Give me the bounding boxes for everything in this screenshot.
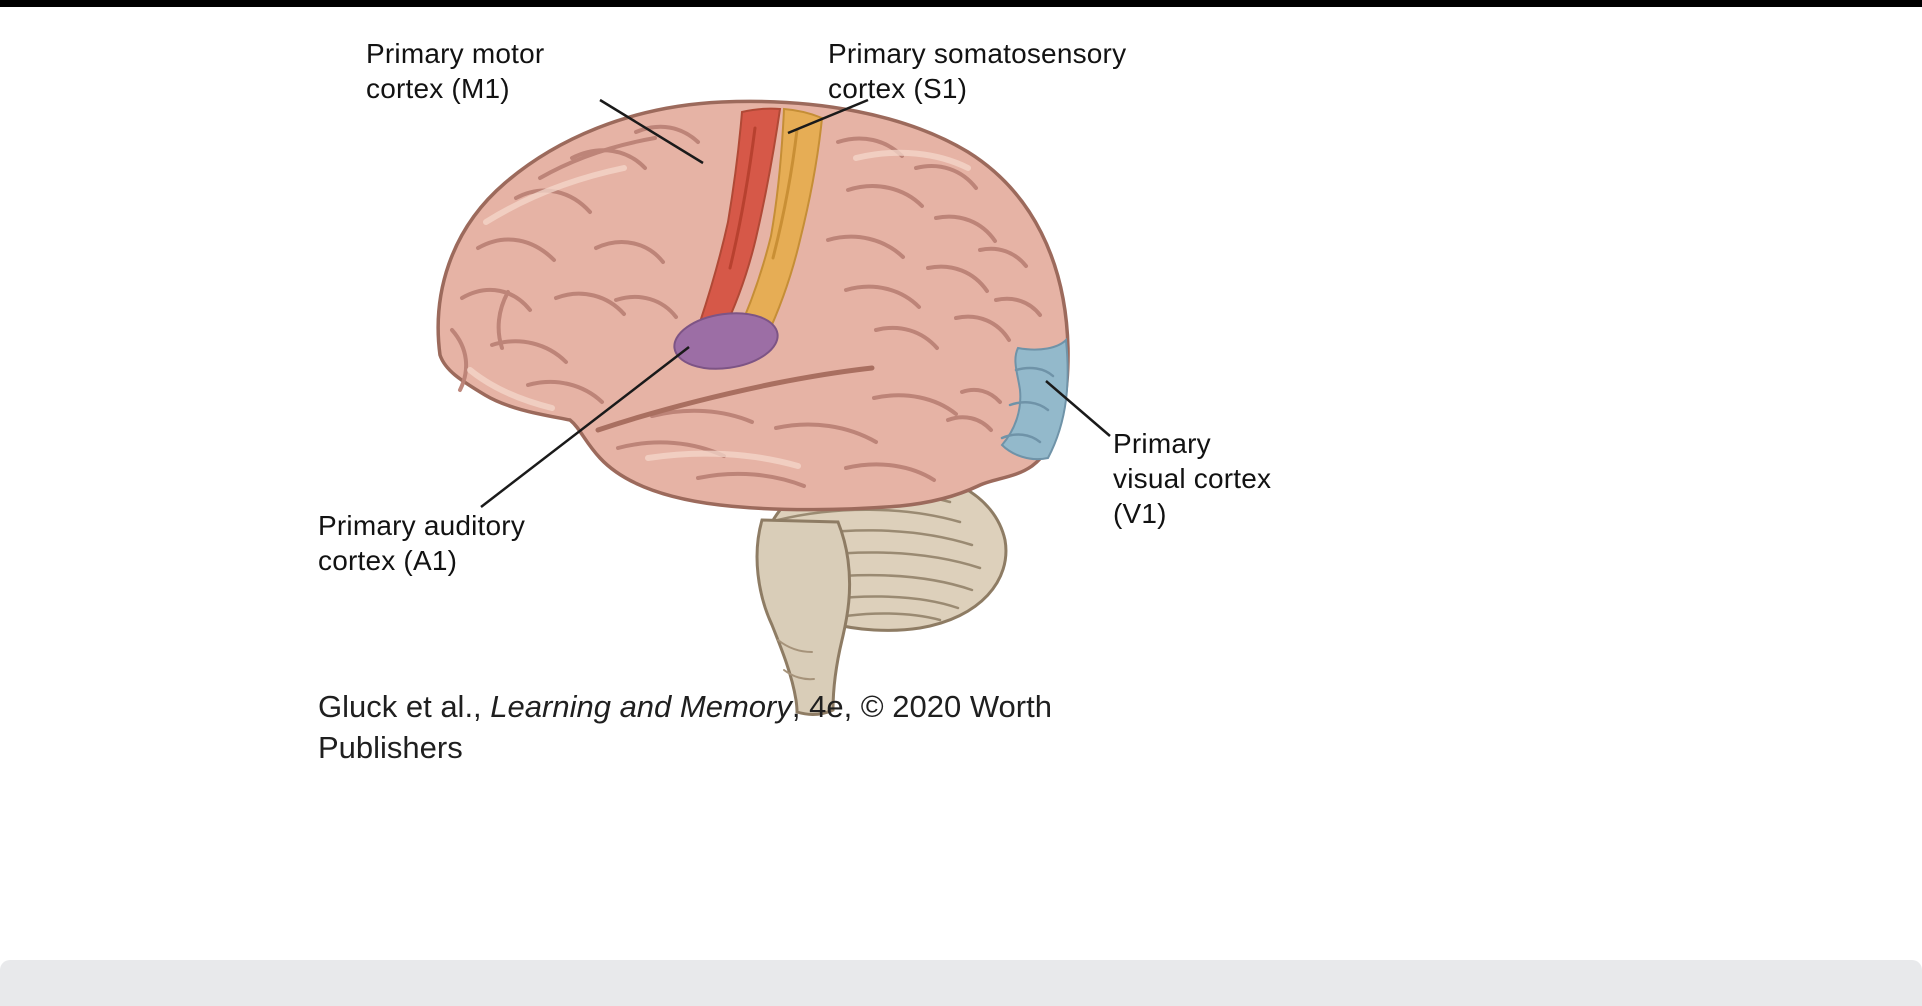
- gyri-highlights: [467, 149, 971, 469]
- caption-prefix: Gluck et al.,: [318, 689, 491, 724]
- brainstem-lines: [777, 639, 815, 681]
- m1-ridge-line: [728, 126, 757, 270]
- v1-sulci: [1000, 366, 1055, 444]
- s1-leader-line: [787, 98, 869, 135]
- bottom-strip: [0, 960, 1922, 1006]
- label-s1: Primary somatosensory cortex (S1): [828, 38, 1127, 104]
- sulci-lines: [450, 124, 1042, 488]
- label-m1: Primary motor cortex (M1): [366, 38, 545, 104]
- sylvian-fissure: [595, 365, 875, 433]
- a1-leader-line: [480, 346, 690, 508]
- v1-region: [1000, 337, 1069, 461]
- top-border: [0, 0, 1922, 7]
- s1-ridge-line: [771, 128, 799, 260]
- label-v1: Primary visual cortex (V1): [1113, 428, 1272, 529]
- a1-region-shape: [673, 312, 779, 370]
- caption-book-title: Learning and Memory: [490, 689, 792, 724]
- leader-lines: [480, 98, 1111, 508]
- label-a1: Primary auditory cortex (A1): [318, 510, 526, 576]
- figure-caption: Gluck et al., Learning and Memory, 4e, ©…: [318, 686, 1053, 768]
- v1-leader-line: [1045, 380, 1111, 437]
- m1-leader-line: [599, 98, 704, 165]
- brainstem: [755, 518, 852, 716]
- caption-suffix: , 4e, © 2020 Worth Publishers: [318, 689, 1052, 765]
- brainstem-shape: [755, 518, 852, 716]
